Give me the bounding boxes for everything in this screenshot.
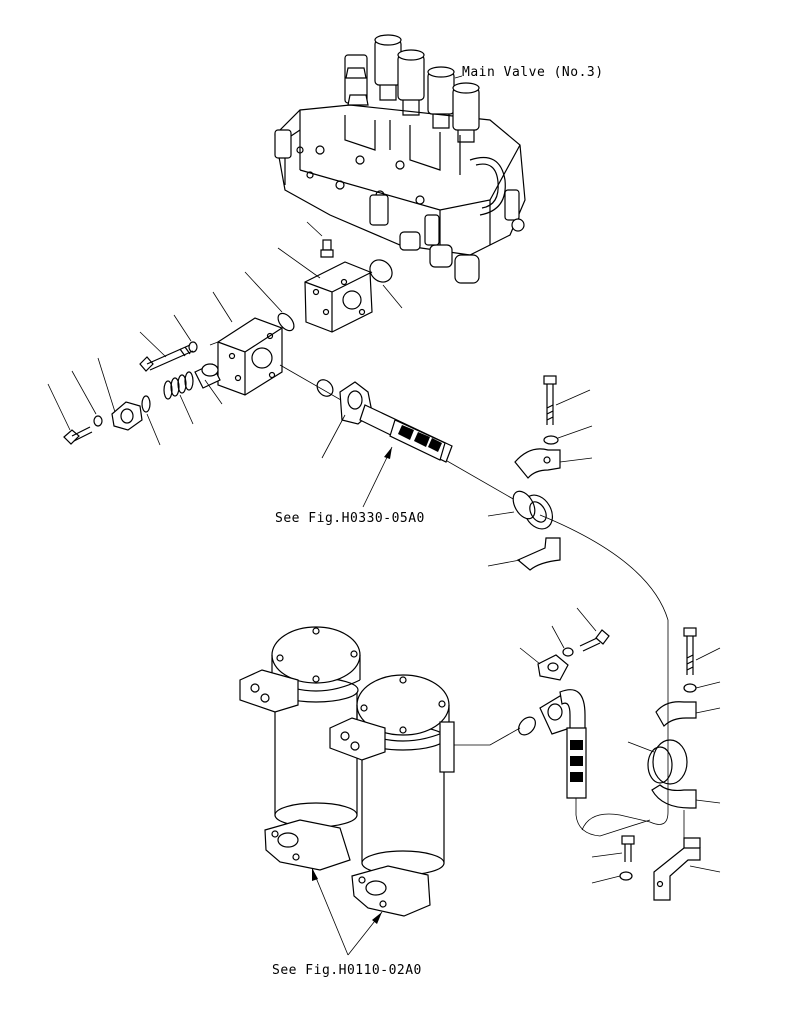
washer-lower-hose — [551, 625, 574, 657]
hose-upper — [321, 381, 453, 463]
bolt-right — [683, 627, 721, 675]
clamp-lower — [487, 537, 561, 571]
o-ring-small — [141, 395, 161, 446]
valve-connector-block — [277, 221, 373, 333]
washer-bracket — [591, 871, 633, 884]
long-bolt — [139, 331, 194, 372]
pipe-route-right-lower — [581, 700, 669, 831]
split-flange-lower — [519, 647, 569, 681]
see-fig-arrow-bottom — [311, 867, 383, 956]
see-fig-label-top: See Fig.H0330-05A0 — [275, 511, 425, 526]
filter-right — [329, 674, 455, 917]
clamp-upper — [514, 448, 593, 479]
o-ring-lower — [518, 716, 536, 736]
o-ring-upper — [369, 259, 403, 309]
washer-cover — [71, 370, 103, 427]
see-fig-label-bottom: See Fig.H0110-02A0 — [272, 963, 422, 978]
bracket-right — [653, 837, 721, 901]
bolt-bracket — [591, 835, 635, 862]
relief-valve-block — [209, 291, 283, 396]
hose-lower — [539, 689, 651, 837]
clamp-collar — [487, 490, 554, 530]
o-ring-mid — [244, 271, 295, 332]
pipe-route-right — [539, 514, 669, 700]
cover-plate — [97, 357, 143, 431]
filter-left — [239, 626, 361, 871]
spring — [163, 371, 194, 425]
washer-small — [173, 314, 198, 353]
washer-right — [683, 681, 721, 693]
filter-leader — [452, 727, 521, 746]
main-valve-assembly — [274, 34, 526, 284]
main-valve-label: Main Valve (No.3) — [462, 65, 604, 80]
see-fig-arrow-top — [362, 446, 393, 508]
bolt-lower-hose — [576, 607, 610, 652]
washer-upper-clamp — [543, 425, 593, 445]
clamp-right — [655, 701, 721, 727]
clamp-bolt-upper — [543, 375, 591, 425]
collar-right — [627, 739, 688, 785]
o-ring-hose-top — [316, 379, 334, 397]
relief-cartridge — [194, 363, 223, 405]
clamp-right-lower — [651, 784, 721, 809]
cover-bolt — [47, 383, 93, 445]
